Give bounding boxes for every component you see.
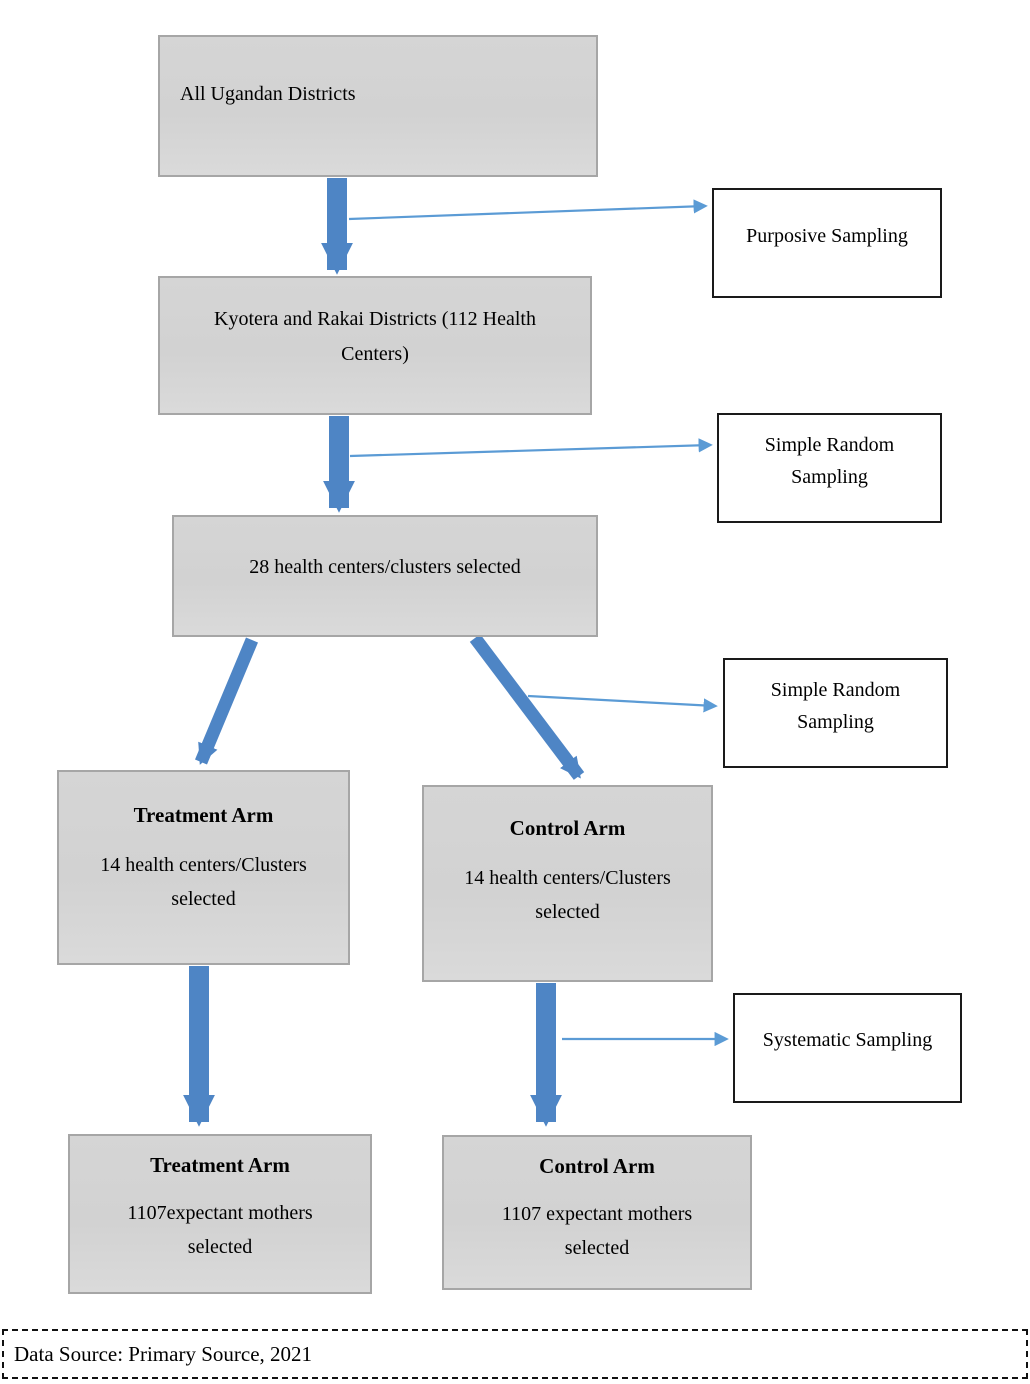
node-label: 28 health centers/clusters selected	[249, 556, 521, 578]
data-source-text: Data Source: Primary Source, 2021	[14, 1341, 313, 1366]
node-title: Control Arm	[509, 816, 626, 840]
node-control-arm-mothers: Control Arm 1107 expectant mothers selec…	[442, 1135, 752, 1290]
node-body: 1107expectant mothers selected	[127, 1202, 313, 1258]
label-text: Simple Random Sampling	[770, 679, 901, 733]
label-text: Simple Random Sampling	[764, 434, 895, 488]
label-simple-random-sampling-1: Simple Random Sampling	[717, 413, 942, 523]
arrow-to-srs1-label	[349, 438, 713, 458]
node-body: 14 health centers/Clusters selected	[464, 867, 671, 923]
node-label: All Ugandan Districts	[180, 83, 356, 105]
node-all-ugandan-districts: All Ugandan Districts	[158, 35, 598, 177]
label-text: Purposive Sampling	[746, 225, 908, 247]
arrow-to-srs2-label	[527, 694, 718, 713]
arrow-clusters-to-treatment	[195, 637, 258, 765]
data-source-note: Data Source: Primary Source, 2021	[2, 1329, 1028, 1379]
node-kyotera-rakai-districts: Kyotera and Rakai Districts (112 Health …	[158, 276, 592, 415]
node-title: Treatment Arm	[150, 1153, 290, 1177]
arrow-clusters-to-control	[469, 634, 585, 780]
arrow-to-purposive-label	[348, 199, 708, 221]
node-title: Treatment Arm	[133, 803, 274, 827]
label-text: Systematic Sampling	[762, 1029, 933, 1051]
node-28-clusters-selected: 28 health centers/clusters selected	[172, 515, 598, 637]
node-treatment-arm-mothers: Treatment Arm 1107expectant mothers sele…	[68, 1134, 372, 1294]
label-systematic-sampling: Systematic Sampling	[733, 993, 962, 1103]
label-purposive-sampling: Purposive Sampling	[712, 188, 942, 298]
label-simple-random-sampling-2: Simple Random Sampling	[723, 658, 948, 768]
node-treatment-arm-clusters: Treatment Arm 14 health centers/Clusters…	[57, 770, 350, 965]
node-control-arm-clusters: Control Arm 14 health centers/Clusters s…	[422, 785, 713, 982]
node-body: 1107 expectant mothers selected	[501, 1203, 693, 1259]
node-label: Kyotera and Rakai Districts (112 Health …	[214, 308, 536, 365]
node-body: 14 health centers/Clusters selected	[100, 854, 307, 910]
node-title: Control Arm	[539, 1154, 655, 1178]
